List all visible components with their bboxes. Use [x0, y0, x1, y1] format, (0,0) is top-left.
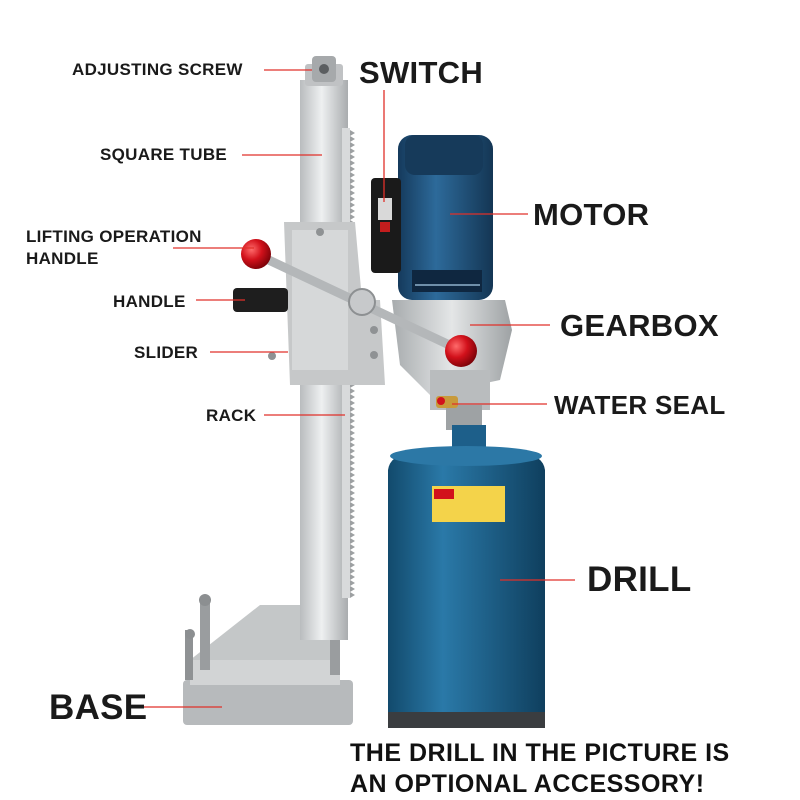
label-adjusting-screw: ADJUSTING SCREW [72, 60, 243, 79]
accessory-note-line2: AN OPTIONAL ACCESSORY! [350, 770, 705, 798]
label-motor: MOTOR [533, 197, 650, 232]
label-switch: SWITCH [359, 55, 484, 90]
motor [398, 135, 493, 300]
water-seal [436, 396, 458, 408]
handle-grip [233, 288, 288, 312]
accessory-note: THE DRILL IN THE PICTURE IS AN OPTIONAL … [350, 738, 730, 800]
label-square-tube: SQUARE TUBE [100, 145, 228, 164]
label-handle: HANDLE [113, 292, 186, 311]
gearbox [392, 300, 512, 430]
label-base: BASE [49, 688, 148, 727]
switch [371, 178, 401, 273]
slider [268, 222, 385, 385]
adjusting-screw [312, 56, 336, 82]
label-lifting-handle-line1: LIFTING OPERATION [26, 227, 202, 246]
label-gearbox: GEARBOX [560, 308, 719, 343]
lifting-operation-handle [241, 239, 477, 367]
label-rack: RACK [206, 406, 257, 425]
label-slider: SLIDER [134, 343, 199, 362]
label-lifting-handle-line2: HANDLE [26, 249, 99, 268]
drill [388, 425, 545, 728]
label-water-seal: WATER SEAL [554, 390, 726, 420]
label-drill: DRILL [587, 560, 692, 599]
leader-lines [142, 69, 575, 708]
accessory-note-line1: THE DRILL IN THE PICTURE IS [350, 739, 730, 767]
